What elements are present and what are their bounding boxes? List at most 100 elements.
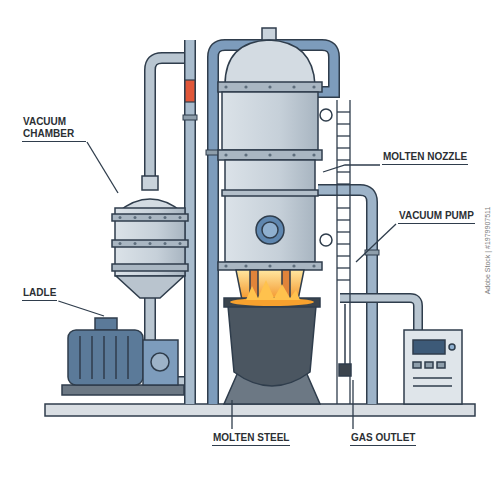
small-vacuum-vessel-part: [179, 242, 182, 245]
main-vacuum-vessel-part: [218, 150, 322, 160]
pump-motor-part: [95, 318, 117, 330]
ladder-part: [337, 255, 350, 256]
small-vacuum-vessel-part: [134, 216, 137, 219]
ladder-part: [337, 111, 350, 112]
ladder-part: [337, 159, 350, 160]
pump-motor-part: [151, 353, 169, 371]
glowing-snorkel-part: [236, 270, 304, 300]
control-panel-part: [413, 362, 421, 368]
part-label: VACUUM CHAMBER: [22, 116, 86, 142]
small-vacuum-vessel-part: [142, 176, 158, 190]
control-panel-part: [404, 330, 462, 404]
small-vacuum-vessel-part: [164, 242, 167, 245]
ladder: [337, 100, 350, 404]
leader-line: [323, 165, 380, 172]
part-label: VACUUM PUMP: [398, 210, 475, 224]
small-vacuum-vessel-part: [119, 216, 122, 219]
ladder-part: [337, 171, 350, 172]
main-vacuum-vessel-part: [218, 82, 322, 92]
main-vacuum-vessel-part: [320, 234, 332, 246]
pump-motor-part: [79, 336, 81, 379]
pipes-part: [340, 298, 418, 332]
ladder-part: [337, 279, 350, 280]
main-vacuum-vessel-part: [312, 85, 315, 88]
pipes-part: [150, 58, 188, 182]
pump-motor-part: [62, 385, 184, 395]
gas-outlet-device-part: [344, 304, 346, 364]
control-panel-part: [413, 385, 452, 387]
ladle: [224, 280, 320, 404]
pipes-part: [185, 80, 195, 102]
pipes-part: [213, 45, 334, 404]
ladder-part: [337, 207, 350, 208]
pump-motor-part: [91, 336, 93, 379]
leader-line: [58, 301, 104, 316]
small-vacuum-vessel: [112, 176, 188, 298]
leader-line: [352, 380, 353, 429]
gas-outlet-device: [339, 304, 351, 376]
main-vacuum-vessel-part: [268, 153, 271, 156]
control-panel-part: [437, 362, 445, 368]
ladder-part: [337, 243, 350, 244]
small-vacuum-vessel-part: [116, 276, 184, 298]
gas-outlet-device-part: [339, 364, 351, 376]
part-label: GAS OUTLET: [350, 432, 416, 446]
small-vacuum-vessel-part: [179, 216, 182, 219]
main-vacuum-vessel-part: [224, 85, 315, 267]
pipes: [150, 40, 418, 404]
control-panel-part: [413, 377, 452, 379]
control-panel-part: [449, 344, 455, 350]
main-vacuum-vessel-part: [320, 109, 332, 121]
small-vacuum-vessel-part: [134, 242, 137, 245]
main-vacuum-vessel-part: [268, 85, 271, 88]
part-label: MOLTEN NOZZLE: [382, 151, 468, 165]
main-vacuum-vessel-part: [224, 153, 227, 156]
watermark: Adobe Stock | #1979907511: [483, 205, 496, 295]
pipes-part: [213, 45, 334, 404]
pipes-part: [340, 298, 418, 332]
main-vacuum-vessel-part: [262, 28, 276, 40]
ladder-part: [337, 231, 350, 232]
ladder-part: [337, 183, 350, 184]
ladle-part: [228, 306, 316, 386]
small-vacuum-vessel-part: [164, 216, 167, 219]
leader-line: [87, 142, 118, 193]
main-vacuum-vessel-part: [292, 264, 295, 267]
main-vacuum-vessel-part: [222, 190, 318, 196]
control-panel-part: [425, 362, 433, 368]
main-vacuum-vessel-part: [256, 216, 284, 244]
ladle-part: [246, 280, 300, 300]
pipes-part: [184, 40, 196, 404]
pump-motor-part: [103, 336, 105, 379]
ladder-part: [337, 267, 350, 268]
main-vacuum-vessel-part: [225, 160, 315, 262]
small-vacuum-vessel-part: [119, 216, 182, 245]
floor-part: [45, 404, 475, 416]
main-vacuum-vessel-part: [244, 85, 247, 88]
small-vacuum-vessel-part: [112, 214, 188, 221]
control-panel: [404, 330, 462, 404]
main-vacuum-vessel-part: [224, 264, 227, 267]
ladder-part: [349, 100, 350, 404]
control-panel-part: [413, 340, 445, 354]
main-vacuum-vessel-part: [225, 40, 315, 85]
main-vacuum-vessel-part: [262, 222, 278, 238]
part-label: LADLE: [22, 287, 57, 301]
small-vacuum-vessel-part: [149, 242, 152, 245]
glowing-snorkel: [236, 270, 304, 300]
pipes-part: [150, 58, 188, 182]
main-vacuum-vessel-part: [292, 153, 295, 156]
ladder-part: [337, 135, 350, 136]
main-vacuum-vessel-part: [244, 264, 247, 267]
small-vacuum-vessel-part: [149, 216, 152, 219]
ladder-part: [337, 123, 350, 124]
ladder-part: [336, 100, 337, 404]
ladder-part: [337, 219, 350, 220]
leader-line: [231, 400, 232, 429]
pump-motor-part: [115, 336, 117, 379]
main-vacuum-vessel-part: [218, 262, 322, 270]
pump-motor-part: [143, 340, 178, 385]
